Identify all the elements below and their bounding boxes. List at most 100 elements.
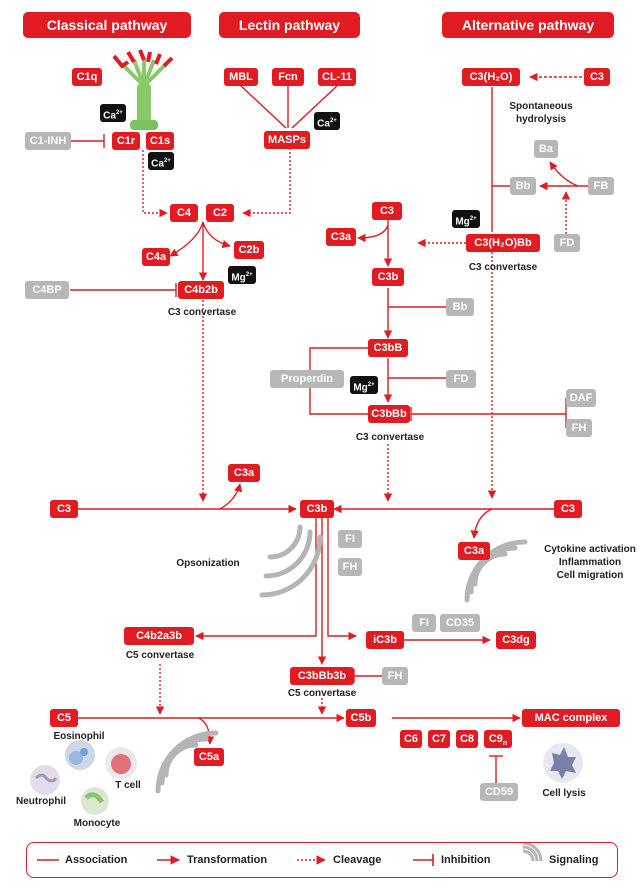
cell-illustrations [30,740,583,815]
signaling-arc-1 [267,524,303,560]
node-fi-1: FI [338,530,362,548]
monocyte-cell [81,787,109,815]
label-spontaneous-hydrolysis: Spontaneous hydrolysis [509,101,573,125]
node-c4b2a3b: C4b2a3b [124,627,194,645]
node-c1s: C1s [146,132,174,150]
signaling-arc-3 [259,534,323,598]
label-t-cell: T cell [115,780,141,791]
label-cell-lysis: Cell lysis [542,788,586,799]
legend-association: Association [65,854,128,866]
ion-ca-2: Ca2+ [148,152,174,170]
node-c3-mid: C3 [372,202,402,220]
signaling-arcs [155,524,528,794]
node-c3bb: C3bB [368,339,408,357]
transform-c5-c5a [197,717,215,745]
ion-ca-1: Ca2+ [100,104,126,122]
legend-symbols [37,843,543,866]
header-classical: Classical pathway [23,12,191,38]
neutrophil-cell [30,765,60,795]
transform-c3b-ic3b [327,518,357,641]
label-eosinophil: Eosinophil [53,731,105,742]
node-fh-right: FH [566,419,592,437]
label-monocyte: Monocyte [73,818,121,829]
cleavage-masps-c2 [242,148,291,218]
c1q-stem [137,84,151,128]
node-c9n: C9n [484,730,512,748]
node-fi-2: FI [412,614,436,632]
header-lectin: Lectin pathway [219,12,360,38]
node-c3-alt-top: C3 [584,68,610,86]
node-fcn: Fcn [272,68,304,86]
node-c2b: C2b [234,241,264,259]
ion-mg-1: Mg2+ [452,210,480,228]
label-c3-convertase-classical: C3 convertase [167,307,237,318]
node-fd-mid: FD [446,370,476,388]
c1q-illustration [112,49,174,130]
transform-c2-c2b [202,221,231,249]
node-c3a-top: C3a [228,464,260,482]
node-c1r: C1r [112,132,140,150]
assoc-mbl [239,84,287,129]
node-c1q: C1q [72,68,102,86]
label-neutrophil: Neutrophil [16,796,66,807]
node-daf: DAF [566,389,596,407]
label-c3-convertase-alt: C3 convertase [468,262,538,273]
header-alternative: Alternative pathway [442,12,614,38]
node-c4b2b: C4b2b [178,281,224,299]
label-cytokine-activation: Cytokine activation Inflammation Cell mi… [544,544,636,581]
node-properdin: Properdin [270,370,344,388]
node-fb: FB [588,177,614,195]
node-c3-h2o-bb: C3(H₂O)Bb [466,234,540,252]
label-c5-convertase-1: C5 convertase [125,650,195,661]
node-c4: C4 [170,204,198,222]
node-ic3b: iC3b [366,631,404,649]
node-c3b-mid: C3b [372,268,404,286]
node-fh-2: FH [382,667,408,685]
node-mbl: MBL [224,68,258,86]
ion-ca-3: Ca2+ [314,112,340,130]
transform-c3a-right [470,508,493,539]
legend-signaling: Signaling [549,854,599,866]
node-c3bbb3b: C3bBb3b [290,667,354,685]
node-cd35: CD35 [440,614,480,632]
node-c3a-mid: C3a [326,228,356,246]
cleavage-c1s-c4 [142,150,168,218]
legend-inhibition: Inhibition [441,854,491,866]
transform-c3-c3a [357,224,389,243]
legend-cleavage: Cleavage [333,854,382,866]
transform-c3a-top [219,483,243,510]
node-c8: C8 [456,730,478,748]
node-c4a: C4a [142,248,170,266]
node-bb-mid: Bb [446,298,474,316]
node-c3a-right: C3a [458,542,490,560]
label-c3-convertase-bbb: C3 convertase [355,432,425,443]
c1q-base [130,120,158,130]
signaling-arc-2 [263,529,313,579]
transform-fb-ba [549,161,588,187]
node-c3bbb: C3bBb [368,405,410,423]
node-c3dg: C3dg [496,631,536,649]
node-c5b: C5b [346,709,376,727]
node-bb-top: Bb [510,177,536,195]
node-cl-11: CL-11 [318,68,356,86]
node-c2: C2 [206,204,234,222]
ion-mg-2: Mg2+ [228,266,256,284]
node-c6: C6 [400,730,422,748]
transform-c4-c4a [169,221,204,257]
node-fh-1: FH [338,558,362,576]
node-cd59: CD59 [480,783,518,801]
signaling-arc-9 [155,730,219,794]
node-ba: Ba [534,140,558,158]
node-c7: C7 [428,730,450,748]
legend-transformation: Transformation [187,854,268,866]
node-c5a: C5a [194,748,224,766]
node-c5: C5 [50,709,78,727]
legend: Association Transformation Cleavage Inhi… [26,842,618,878]
label-c5-convertase-2: C5 convertase [287,688,357,699]
assoc-cl11 [291,84,339,129]
legend-signaling-icon [522,849,535,862]
node-fd-top: FD [554,234,580,252]
ion-mg-3: Mg2+ [350,376,378,394]
node-mac-complex: MAC complex [522,709,620,727]
